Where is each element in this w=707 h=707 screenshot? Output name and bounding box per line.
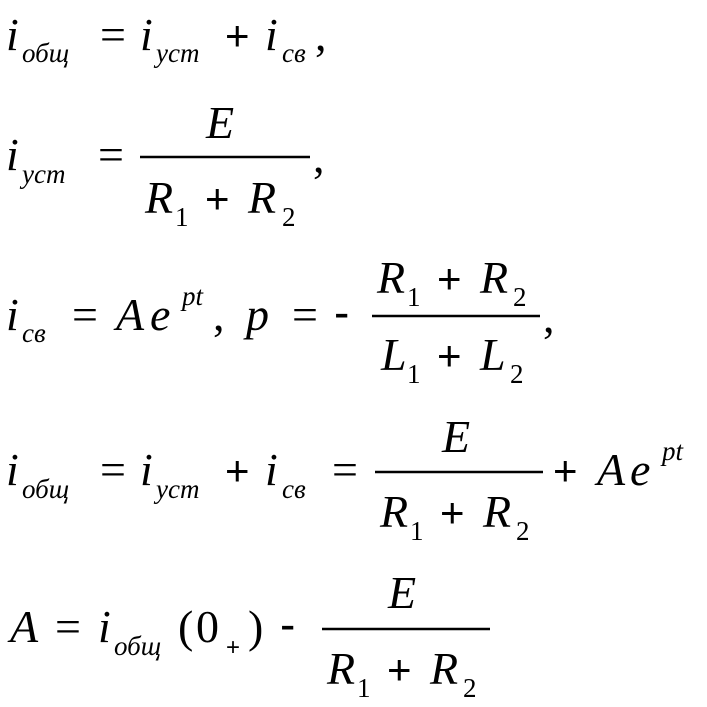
f5-zero: 0 (196, 601, 219, 652)
f4-a: A (594, 444, 626, 495)
f1-sub-sv: св (282, 38, 306, 68)
f4-i-total: i (6, 444, 19, 495)
f2-plus: + (205, 175, 230, 222)
f4-equals: = (100, 444, 126, 495)
f3-sup-pt: pt (180, 281, 205, 311)
f4-i-ust: i (140, 444, 153, 495)
f1-plus: + (225, 12, 250, 59)
f5-numerator-e: E (387, 567, 416, 618)
f2-comma: , (313, 131, 325, 182)
f5-lparen: ( (178, 601, 193, 652)
f4-equals2: = (332, 444, 358, 495)
f5-r2-sub: 2 (463, 673, 477, 703)
f5-r2: R (429, 643, 458, 694)
f2-equals: = (98, 129, 124, 180)
f1-i-sv: i (265, 9, 278, 60)
f4-plus: + (225, 447, 250, 494)
f1-comma: , (315, 9, 327, 60)
f1-sub-ust: уст (153, 38, 199, 68)
f4-sub-sv: св (282, 474, 306, 504)
f4-sub-ust: уст (153, 474, 199, 504)
f5-sub-obsh: общ (114, 631, 161, 661)
f3-num-plus: + (437, 255, 462, 302)
f5-i: i (98, 601, 111, 652)
formula-4: i общ = i уст + i св = E R 1 + R 2 + A e… (6, 411, 685, 546)
f3-num-r1-sub: 1 (407, 282, 421, 312)
f5-equals: = (55, 601, 81, 652)
f4-r2: R (482, 486, 511, 537)
f4-sup-pt: pt (660, 436, 685, 466)
f4-r1-sub: 1 (410, 516, 424, 546)
f2-r2: R (247, 172, 276, 223)
f4-i-sv: i (265, 444, 278, 495)
f5-r1-sub: 1 (357, 673, 371, 703)
f3-den-l2: L (479, 329, 506, 380)
f3-num-r2: R (479, 252, 508, 303)
f3-den-plus: + (437, 332, 462, 379)
formula-2: i уст = E R 1 + R 2 , (6, 97, 325, 232)
f2-i: i (6, 129, 19, 180)
f2-r1-sub: 1 (175, 202, 189, 232)
f3-e: e (150, 289, 170, 340)
f2-sub-ust: уст (19, 159, 65, 189)
f1-equals: = (100, 9, 126, 60)
f3-p: p (243, 289, 269, 340)
formula-1: i общ = i уст + i св , (6, 9, 327, 68)
f4-plus2: + (553, 447, 578, 494)
f3-den-l2-sub: 2 (510, 359, 524, 389)
f5-plus-sub: + (226, 634, 240, 661)
f5-a: A (7, 601, 39, 652)
f5-plus: + (387, 646, 412, 693)
f5-rparen: ) (248, 601, 263, 652)
f1-i-total: i (6, 9, 19, 60)
f2-r2-sub: 2 (282, 202, 296, 232)
f3-minus: - (334, 286, 349, 338)
formula-5: A = i общ ( 0 + ) - E R 1 + R 2 (7, 567, 490, 703)
f1-i-ust: i (140, 9, 153, 60)
f4-r1: R (379, 486, 408, 537)
f1-sub-obsh: общ (22, 38, 69, 68)
f3-comma1: , (213, 289, 225, 340)
f4-den-plus: + (440, 489, 465, 536)
f3-sub-sv: св (22, 318, 46, 348)
f3-den-l1: L (380, 329, 407, 380)
f5-r1: R (326, 643, 355, 694)
f4-numerator-e: E (441, 411, 470, 462)
f3-comma2: , (543, 291, 555, 342)
f3-num-r1: R (376, 252, 405, 303)
f4-sub-obsh: общ (22, 474, 69, 504)
f3-equals2: = (292, 289, 318, 340)
f4-e: e (630, 444, 650, 495)
f3-i: i (6, 289, 19, 340)
formula-3: i св = A e pt , p = - R 1 + R 2 L 1 + L … (6, 252, 555, 389)
f3-equals: = (72, 289, 98, 340)
f5-minus: - (280, 598, 295, 650)
f3-den-l1-sub: 1 (407, 359, 421, 389)
f3-num-r2-sub: 2 (513, 282, 527, 312)
f2-numerator-e: E (205, 97, 234, 148)
f4-r2-sub: 2 (516, 516, 530, 546)
f2-r1: R (144, 172, 173, 223)
f3-a: A (113, 289, 145, 340)
